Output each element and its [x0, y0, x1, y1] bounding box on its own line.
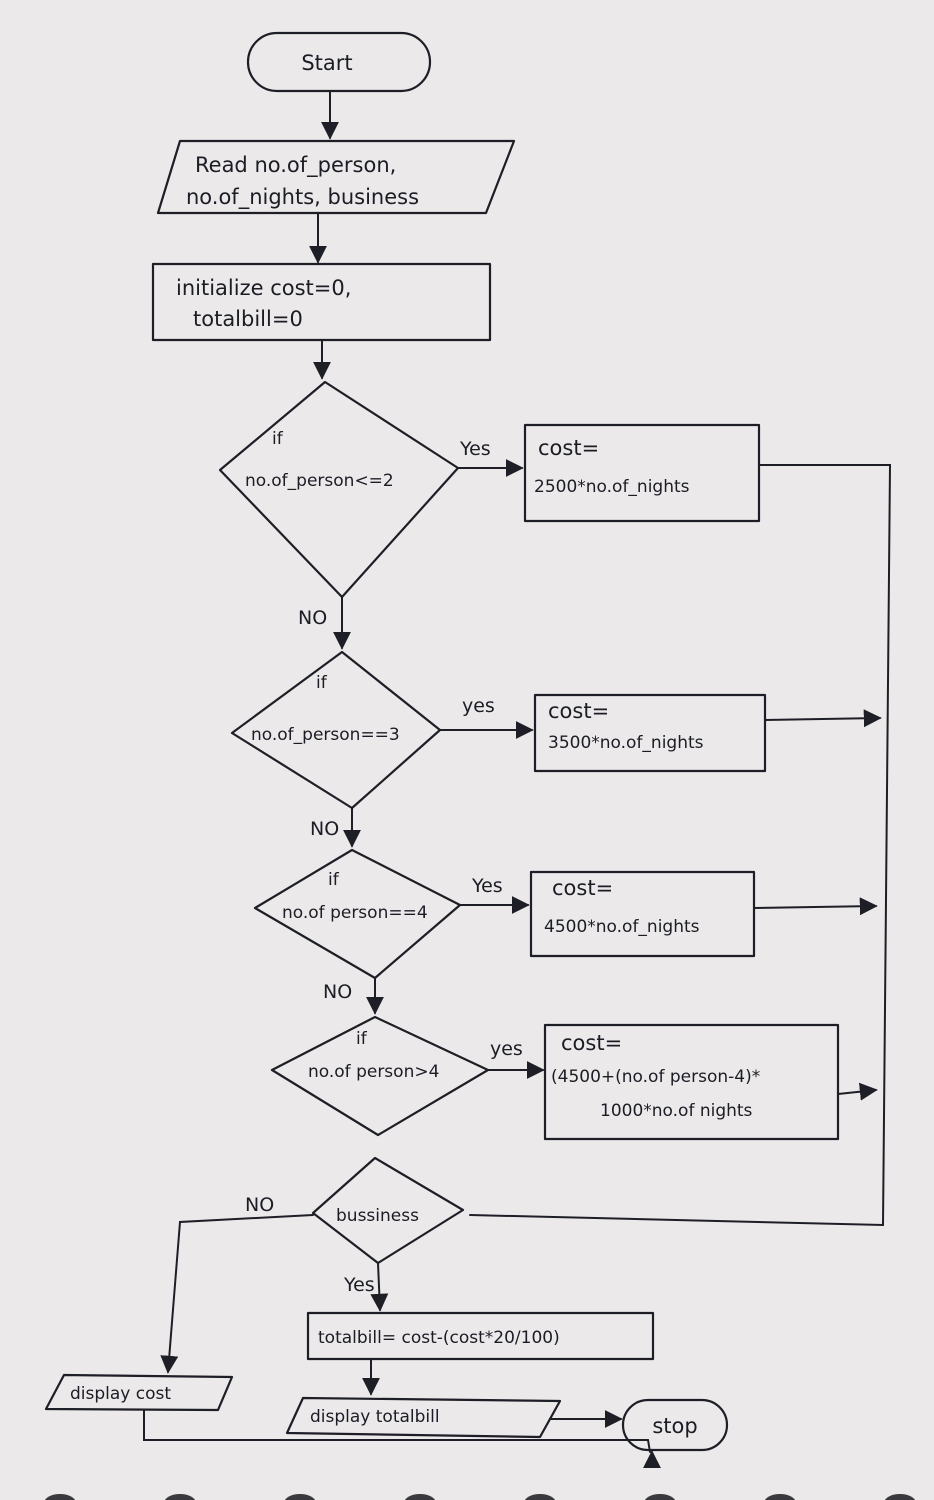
yes-label-2: yes — [462, 695, 495, 717]
initialize-box: initialize cost=0, totalbill=0 — [151, 262, 492, 342]
yes-label-5: Yes — [343, 1274, 375, 1296]
stop-label: stop — [652, 1414, 697, 1438]
yes-label-4: yes — [490, 1038, 523, 1060]
decision3-line2: no.of person==4 — [282, 903, 428, 923]
read-input-line1: Read no.of_person, — [195, 153, 396, 178]
process5-label: totalbill= cost-(cost*20/100) — [318, 1328, 560, 1348]
start-label: Start — [301, 51, 352, 75]
process-cost-2500: cost= 2500*no.of_nights — [523, 423, 761, 523]
binder-holes — [44, 1494, 916, 1500]
process-totalbill: totalbill= cost-(cost*20/100) — [306, 1311, 655, 1361]
decision3-line1: if — [328, 870, 340, 890]
initialize-line1: initialize cost=0, — [176, 276, 351, 300]
decision4-line2: no.of person>4 — [308, 1062, 439, 1082]
arrow-business-no — [160, 1214, 314, 1374]
process-cost-3500: cost= 3500*no.of_nights — [533, 693, 767, 773]
output-display-cost: display cost — [44, 1373, 234, 1412]
decision1-line1: if — [272, 429, 284, 449]
yes-label-1: Yes — [459, 438, 491, 460]
process4-line3: 1000*no.of nights — [600, 1101, 753, 1121]
no-label-3: NO — [323, 981, 352, 1003]
decision1-line2: no.of_person<=2 — [245, 471, 394, 491]
decision4-line1: if — [356, 1029, 368, 1049]
arrow-cost-to-stop — [143, 1409, 651, 1453]
process-cost-more-than-4: cost= (4500+(no.of person-4)* 1000*no.of… — [543, 1023, 840, 1141]
process2-line1: cost= — [548, 699, 609, 723]
yes-label-3: Yes — [471, 875, 503, 897]
process3-line1: cost= — [552, 876, 613, 900]
output-totalbill-label: display totalbill — [310, 1407, 440, 1427]
read-input-line2: no.of_nights, business — [186, 185, 419, 210]
process4-line1: cost= — [561, 1031, 622, 1055]
merge-connector — [469, 464, 892, 1227]
decision2-line1: if — [316, 673, 328, 693]
stop-terminal: stop — [621, 1398, 729, 1452]
process2-line2: 3500*no.of_nights — [548, 733, 704, 753]
no-label-1: NO — [298, 607, 327, 629]
decision2-line2: no.of_person==3 — [251, 725, 400, 745]
initialize-line2: totalbill=0 — [193, 307, 303, 331]
no-label-2: NO — [310, 818, 339, 840]
arrow-business-yes — [370, 1262, 389, 1312]
no-label-5: NO — [245, 1194, 274, 1216]
process-cost-4500: cost= 4500*no.of_nights — [529, 870, 756, 958]
start-terminal: Start — [246, 31, 432, 93]
process1-line1: cost= — [538, 436, 599, 460]
process3-line2: 4500*no.of_nights — [544, 917, 700, 937]
decision5-label: bussiness — [336, 1206, 419, 1226]
process1-line2: 2500*no.of_nights — [534, 477, 690, 497]
output-display-totalbill: display totalbill — [285, 1396, 562, 1439]
process4-line2: (4500+(no.of person-4)* — [551, 1067, 760, 1087]
decision-persons-gt-4: if no.of person>4 — [270, 1015, 490, 1137]
output-cost-label: display cost — [70, 1384, 171, 1404]
read-input-box: Read no.of_person, no.of_nights, busines… — [156, 139, 516, 215]
